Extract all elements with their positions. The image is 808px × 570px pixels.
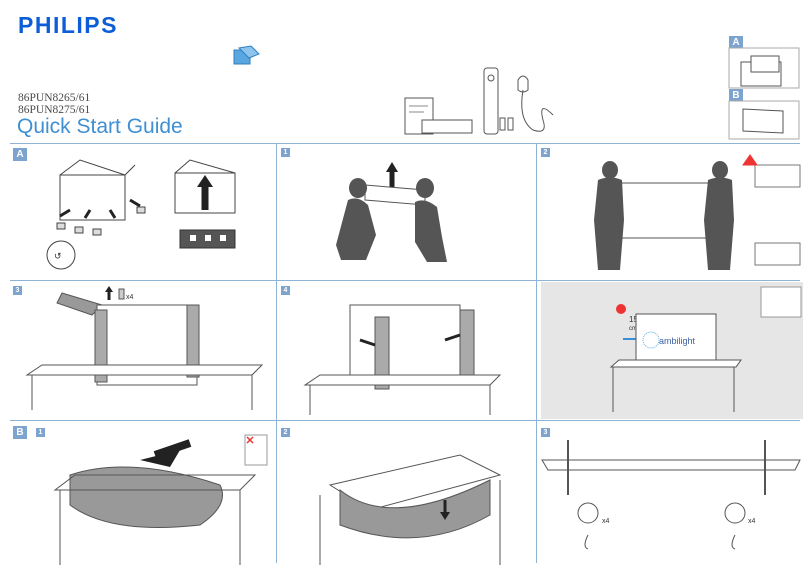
step-3-badge: 3	[13, 286, 22, 295]
accessories-illustration	[404, 67, 554, 135]
divider-row-3	[10, 420, 800, 421]
x4-label-1: x4	[126, 294, 134, 301]
side-panel-a-badge: A	[729, 36, 743, 49]
divider-col-1	[276, 143, 277, 563]
section-a-badge: A	[13, 148, 27, 161]
step-b2-badge: 2	[281, 428, 290, 437]
model-number-1: 86PUN8265/61	[18, 92, 91, 104]
step-4-badge: 4	[281, 286, 290, 295]
step-b3-badge: 3	[541, 428, 550, 437]
divider-row-1	[10, 143, 800, 144]
divider-col-2	[536, 143, 537, 563]
wall-mount-illustration: x4 x4	[541, 440, 801, 550]
lift-tv-illustration	[336, 162, 447, 262]
side-panel-a-image	[728, 47, 800, 89]
x4-label-3: x4	[748, 518, 756, 525]
svg-text:↺: ↺	[54, 251, 62, 261]
step-b1-badge: 1	[36, 428, 45, 437]
carry-tv-illustration	[594, 154, 801, 270]
x4-label-2: x4	[602, 518, 610, 525]
place-tv-face-down-illustration	[53, 434, 268, 565]
unboxing-illustration: ↺	[46, 159, 236, 270]
section-b-badge: B	[13, 426, 27, 439]
step-1-badge: 1	[281, 148, 290, 157]
remove-cover-illustration: x4	[25, 286, 264, 410]
side-panel-b-image	[728, 100, 800, 140]
model-number-2: 86PUN8275/61	[18, 104, 91, 116]
distance-value: 15	[629, 315, 638, 324]
distance-unit: cm	[629, 326, 637, 332]
step-2-badge: 2	[541, 148, 550, 157]
side-panel-b-badge: B	[729, 89, 743, 102]
philips-logo: PHILIPS	[18, 12, 118, 38]
divider-row-2	[10, 280, 800, 281]
ambilight-placement-illustration: 15 cm ambilight	[541, 282, 803, 419]
page-title: Quick Start Guide	[17, 115, 183, 138]
box-download-icon	[233, 45, 260, 65]
mount-stand-illustration	[319, 454, 502, 565]
ambilight-logo-text: ambilight	[659, 336, 696, 346]
foam-removal-illustration	[303, 304, 502, 415]
